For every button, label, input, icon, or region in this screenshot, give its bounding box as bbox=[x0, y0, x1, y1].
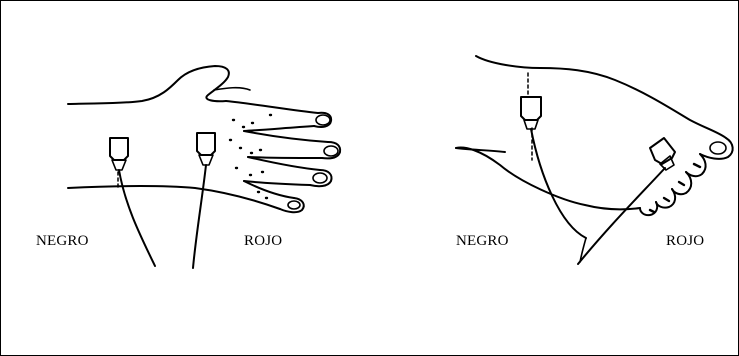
hand-label-rojo: ROJO bbox=[244, 233, 282, 250]
foot-label-rojo: ROJO bbox=[666, 233, 704, 250]
foot-label-negro: NEGRO bbox=[456, 233, 509, 250]
hand-with-electrodes-icon bbox=[68, 66, 340, 268]
hand-label-negro: NEGRO bbox=[36, 233, 89, 250]
